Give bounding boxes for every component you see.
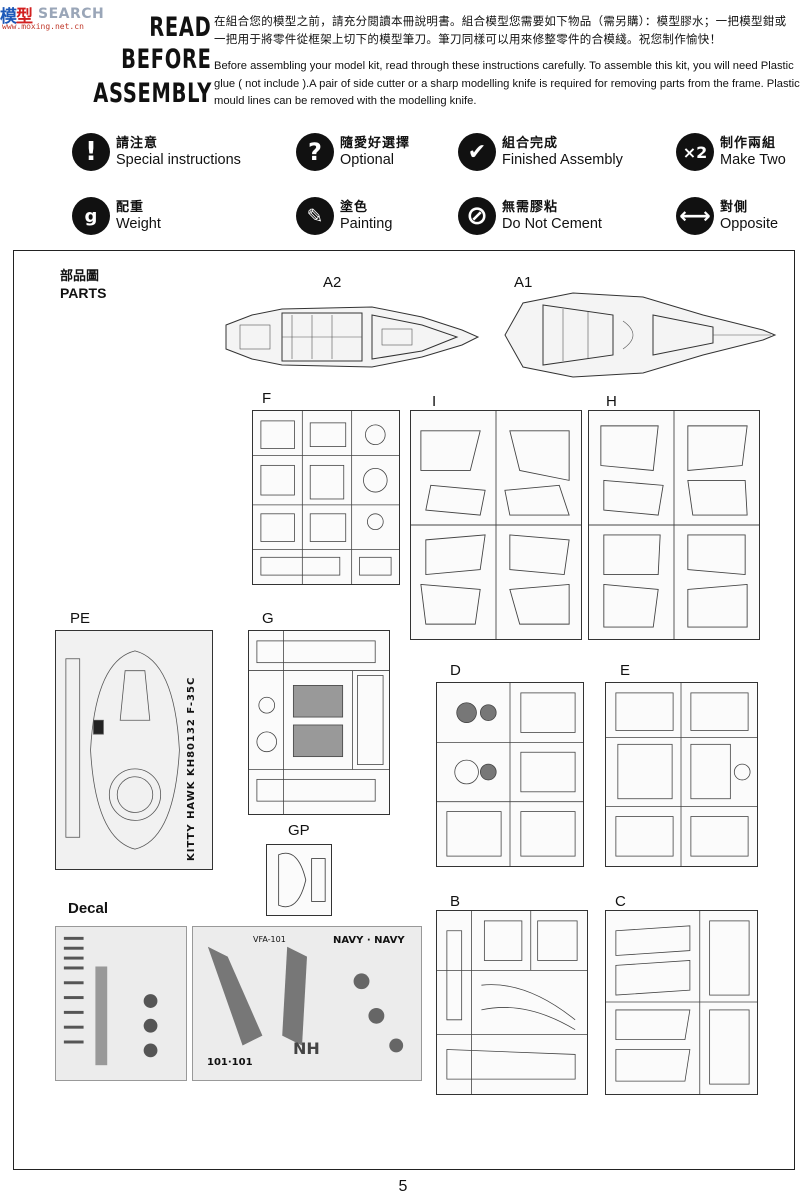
label-c: C [615, 893, 626, 910]
no-cement-icon: ⊘ [458, 197, 496, 235]
legend-en: Opposite [720, 216, 779, 232]
sprue-g [248, 630, 390, 815]
watermark-word: SEARCH [38, 6, 105, 22]
decal-serial: 101·101 [207, 1057, 253, 1068]
label-decal: Decal [68, 900, 109, 917]
photo-etch-sheet: KITTY HAWK KH80132 F-35C [55, 630, 213, 870]
legend-cn: 配重 [116, 200, 145, 215]
label-d: D [450, 662, 461, 679]
label-g: G [262, 610, 274, 627]
parts-title-chinese: 部品圖 [60, 269, 100, 284]
legend-en: Finished Assembly [502, 152, 623, 168]
parts-frame [13, 250, 795, 1170]
sprue-f [252, 410, 400, 585]
question-icon: ? [296, 133, 334, 171]
label-a2: A2 [323, 274, 342, 291]
check-icon: ✔ [458, 133, 496, 171]
watermark: 模型 SEARCH www.moxing.net.cn [0, 0, 105, 31]
legend-cn: 隨愛好選擇 [340, 136, 411, 151]
legend-cn: 制作兩組 [720, 136, 777, 151]
decal-sheet-small [55, 926, 187, 1081]
sprue-e [605, 682, 758, 867]
watermark-logo: 模型 [0, 6, 33, 27]
decal-modex-text: VFA-101 [253, 935, 286, 944]
label-i: I [432, 393, 437, 410]
decal-tail-code: NH [293, 1039, 320, 1058]
label-b: B [450, 893, 461, 910]
paint-brush-icon: ✎ [296, 197, 334, 235]
decal-sheet-large: NAVY · NAVY VFA-101 NH 101·101 [192, 926, 422, 1081]
legend-en: Weight [116, 216, 161, 232]
legend-en: Make Two [720, 152, 786, 168]
legend-en: Painting [340, 216, 393, 232]
label-a1: A1 [514, 274, 533, 291]
sprue-b [436, 910, 588, 1095]
double-arrow-icon: ⟷ [676, 197, 714, 235]
page-number: 5 [398, 1178, 408, 1195]
legend-en: Optional [340, 152, 395, 168]
legend-en: Do Not Cement [502, 216, 602, 232]
legend-en: Special instructions [116, 152, 241, 168]
sprue-c [605, 910, 758, 1095]
intro-chinese: 在組合您的模型之前，請充分閱讀本冊說明書。組合模型您需要如下物品（需另購）：模型… [214, 14, 787, 46]
intro-english: Before assembling your model kit, read t… [214, 60, 800, 107]
decal-navy-text: NAVY · NAVY [333, 935, 405, 946]
label-gp: GP [288, 822, 310, 839]
pe-sheet-text: KITTY HAWK KH80132 F-35C [186, 676, 197, 861]
parts-title-english: PARTS [60, 285, 107, 301]
legend-cn: 對側 [720, 200, 749, 215]
exclamation-icon: ! [72, 133, 110, 171]
sprue-h [588, 410, 760, 640]
fuselage-a1-drawing [504, 292, 777, 378]
sprue-gp [266, 844, 332, 916]
weight-icon: g [72, 197, 110, 235]
heading-before: BEFORE [121, 44, 212, 75]
fuselage-a2-drawing [225, 306, 480, 368]
watermark-url: www.moxing.net.cn [2, 22, 84, 31]
label-pe: PE [70, 610, 91, 627]
label-h: H [606, 393, 617, 410]
sprue-i [410, 410, 582, 640]
legend-cn: 組合完成 [502, 136, 559, 151]
sprue-d [436, 682, 584, 867]
heading-read: READ [149, 12, 212, 43]
legend-cn: 塗色 [340, 200, 369, 215]
label-f: F [262, 390, 272, 407]
heading-assembly: ASSEMBLY [93, 78, 212, 109]
label-e: E [620, 662, 631, 679]
legend-cn: 無需膠粘 [502, 200, 559, 215]
legend-cn: 請注意 [116, 136, 159, 151]
times-two-icon: ×2 [676, 133, 714, 171]
